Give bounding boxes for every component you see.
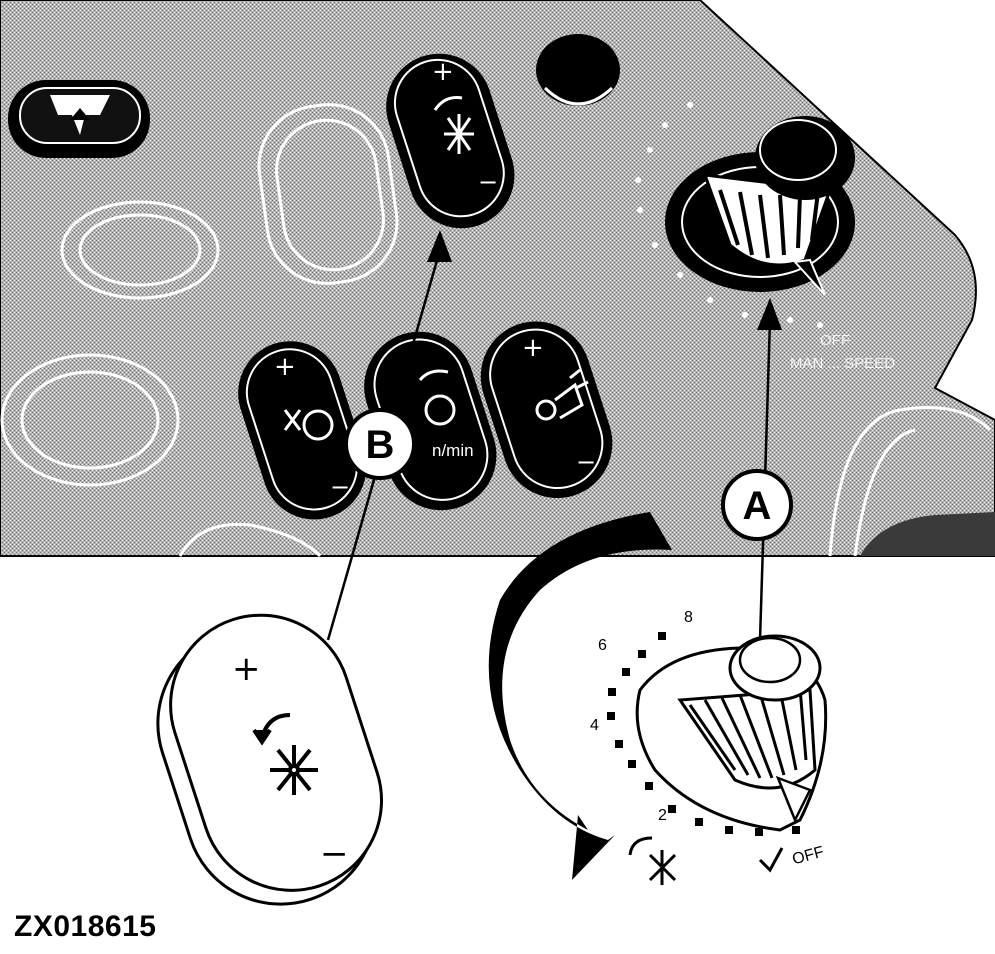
enlarged-switch-plus: +	[232, 649, 261, 689]
enlarged-switch-minus: −	[320, 834, 349, 874]
panel-knob-scale	[635, 102, 823, 328]
panel-switch-lower-3	[480, 321, 613, 499]
fan-icon	[433, 96, 474, 154]
dial-label-2: 2	[658, 807, 667, 824]
engine-speed-unit-label: n/min	[432, 441, 474, 460]
panel-switch-lower-1	[238, 341, 367, 520]
dial-label-8: 8	[684, 609, 693, 626]
panel-recess	[860, 512, 995, 556]
dial-scale-ticks	[607, 632, 800, 836]
callout-b: B	[344, 408, 416, 480]
panel-switch-b-plus: +	[432, 57, 454, 87]
panel-faint-speed: MAN ... SPEED	[790, 355, 895, 372]
panel-round-knob	[536, 34, 620, 106]
panel-outline-buttons	[0, 103, 992, 558]
dial-label-4: 4	[590, 717, 599, 734]
enlarged-dial	[635, 634, 828, 832]
enlarged-switch-b	[156, 613, 384, 906]
panel-switch-b-minus: −	[478, 168, 498, 196]
arrowhead-b	[427, 230, 452, 262]
rotation-arrow	[488, 512, 672, 880]
engine-speed-icon	[418, 369, 456, 426]
figure-id-label: ZX018615	[14, 910, 157, 943]
work-light-icon	[535, 368, 589, 421]
panel-switch-1-plus: +	[274, 352, 296, 382]
callout-b-label: B	[366, 423, 395, 467]
dial-fan-icon	[628, 836, 784, 885]
dial-label-off: OFF	[791, 844, 827, 869]
panel-switch-3-minus: −	[576, 448, 596, 476]
panel-knob-a	[665, 116, 855, 296]
fan-gear-icon	[283, 409, 334, 441]
dial-label-6: 6	[598, 637, 607, 654]
panel-faint-off: OFF	[820, 332, 850, 349]
panel-switch-b	[386, 53, 515, 229]
panel-switch-3-plus: +	[522, 333, 544, 363]
enlarged-fan-icon	[252, 713, 318, 795]
panel-switch-1-minus: −	[330, 473, 350, 501]
callout-a-label: A	[743, 484, 772, 528]
panel-switch-top-left	[8, 80, 150, 158]
arrowhead-a	[757, 298, 782, 330]
callout-a: A	[721, 469, 793, 541]
